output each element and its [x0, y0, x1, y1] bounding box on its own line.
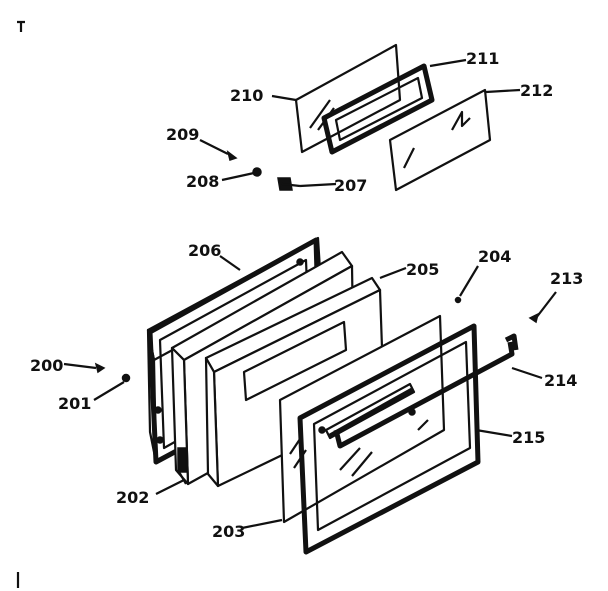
margin-marks [16, 20, 25, 588]
label-200: 200 [30, 356, 63, 375]
leader-lines [63, 58, 557, 530]
label-215: 215 [512, 428, 545, 447]
label-212: 212 [520, 81, 553, 100]
part-212-inner-glass [388, 88, 492, 192]
part-214-door-handle [333, 333, 519, 449]
label-203: 203 [212, 522, 245, 541]
part-201-washer [121, 373, 131, 383]
label-211: 211 [466, 49, 499, 68]
label-210: 210 [230, 86, 263, 105]
part-200-screw [94, 362, 106, 374]
part-204-handle-trim [324, 296, 462, 440]
label-208: 208 [186, 172, 219, 191]
label-207: 207 [334, 176, 367, 195]
part-labels: 210 211 212 209 208 207 206 205 204 213 … [30, 49, 583, 541]
part-205-inner-door-panel [204, 276, 386, 488]
label-214: 214 [544, 371, 577, 390]
part-208-washer [252, 167, 262, 177]
part-210-window-glass [294, 43, 402, 154]
label-213: 213 [550, 269, 583, 288]
label-204: 204 [478, 247, 511, 266]
part-215-outer-door-panel [297, 323, 481, 555]
label-205: 205 [406, 260, 439, 279]
label-206: 206 [188, 241, 221, 260]
part-207-bracket [277, 177, 301, 191]
part-211-window-gasket [321, 63, 435, 155]
part-209-screw [226, 150, 238, 161]
label-209: 209 [166, 125, 199, 144]
label-202: 202 [116, 488, 149, 507]
label-201: 201 [58, 394, 91, 413]
